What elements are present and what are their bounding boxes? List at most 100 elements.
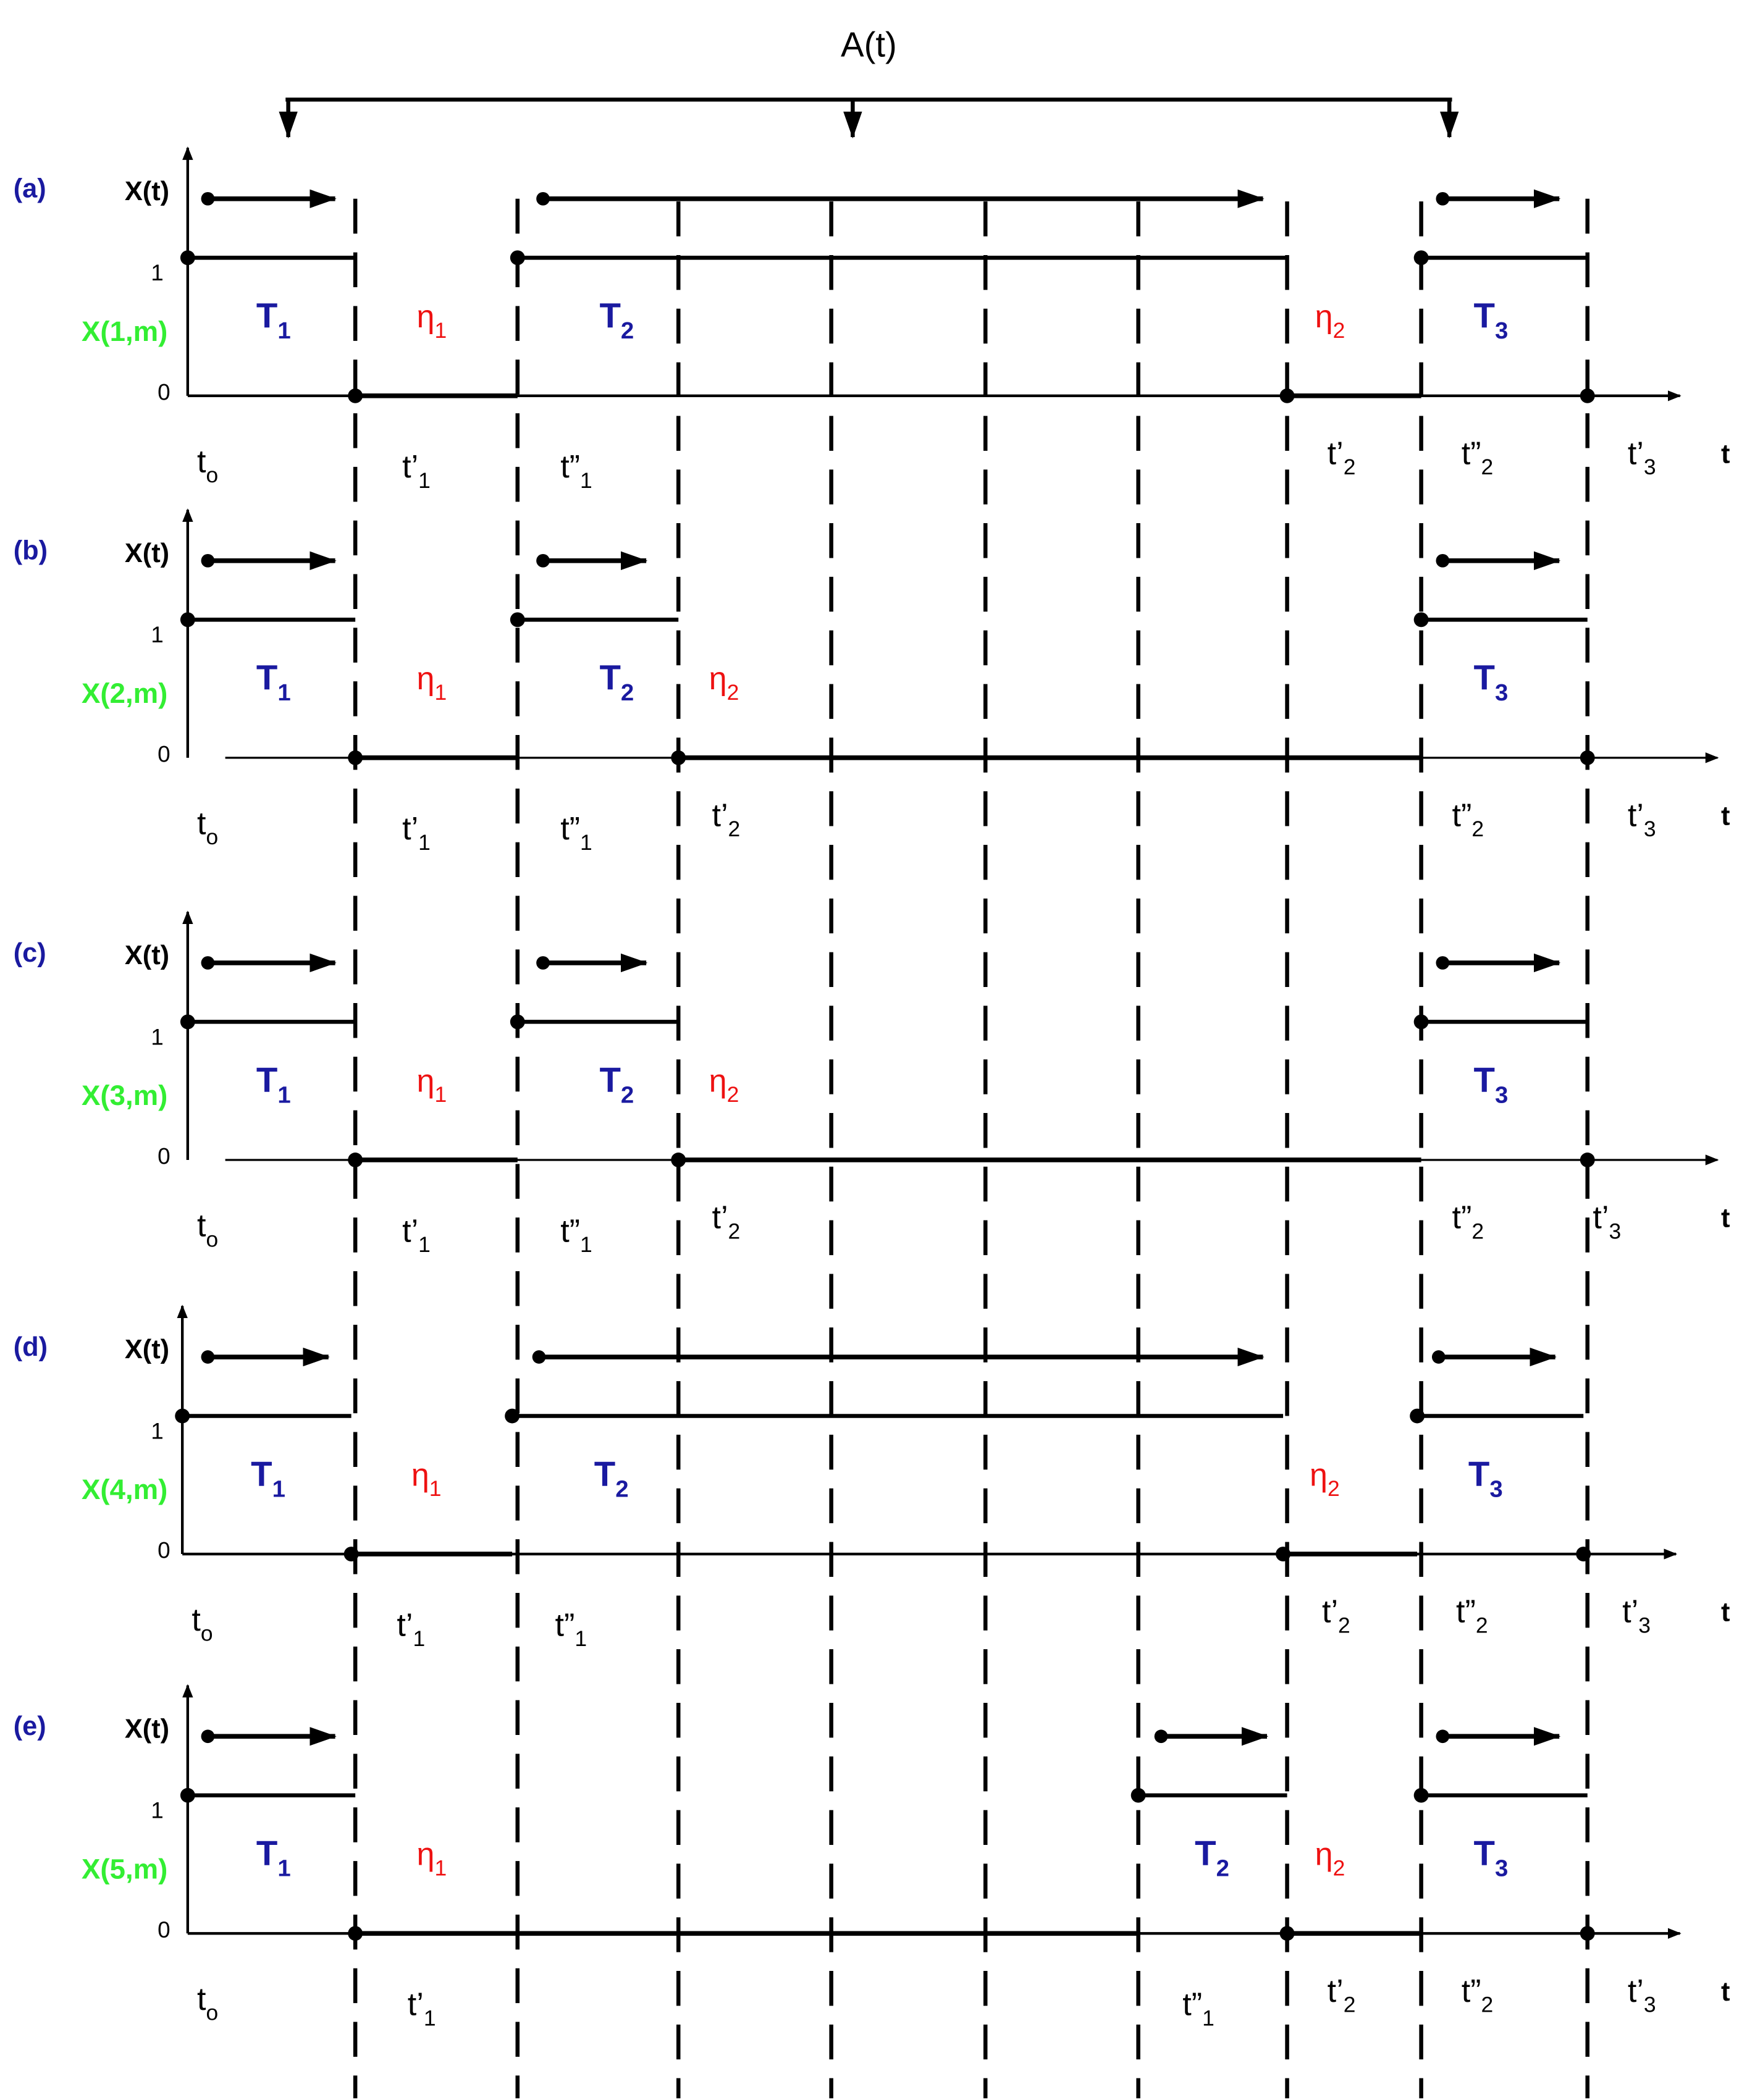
signal-label-b: X(2,m): [82, 678, 167, 709]
panel-label-b: (b): [14, 536, 48, 566]
low-dot-1: [348, 388, 363, 403]
interval-label-eta2: η2: [1315, 1837, 1345, 1881]
interval-label-eta2: η2: [709, 1063, 739, 1107]
time-label-6: t’3: [1628, 798, 1656, 842]
time-label-1: to: [197, 444, 218, 488]
high-dot-1: [180, 612, 195, 628]
time-label-5: t”2: [1452, 798, 1484, 842]
time-label-2: t’1: [402, 449, 431, 493]
time-label-3: t”1: [560, 811, 592, 855]
low-dot-3: [1580, 1153, 1595, 1167]
interval-label-eta1: η1: [417, 299, 447, 343]
high-dot-3: [1413, 1787, 1429, 1803]
arrow-dot-1: [201, 553, 215, 568]
level-1-label: 1: [151, 260, 164, 285]
interval-label-T2: T2: [599, 658, 634, 706]
level-1-label: 1: [151, 1024, 164, 1049]
time-label-4: t’2: [712, 798, 740, 842]
signal-label-e: X(5,m): [82, 1853, 167, 1884]
signal-label-a: X(1,m): [82, 316, 167, 347]
diagram-title: A(t): [841, 25, 897, 64]
y-axis-label: X(t): [125, 941, 169, 970]
level-1-label: 1: [151, 622, 164, 647]
arrow-dot-1: [201, 1350, 215, 1364]
level-1-label: 1: [151, 1418, 164, 1443]
time-label-3: t”1: [560, 449, 592, 493]
y-axis-label: X(t): [125, 539, 169, 568]
high-dot-1: [180, 250, 195, 266]
high-dot-1: [180, 1014, 195, 1030]
interval-label-T2: T2: [1195, 1834, 1229, 1882]
time-label-5: t”2: [1462, 1973, 1494, 2017]
interval-label-eta1: η1: [417, 661, 447, 705]
high-dot-1: [175, 1408, 190, 1424]
time-label-4: t’2: [712, 1200, 740, 1244]
panel-label-c: (c): [14, 938, 46, 968]
interval-label-T3: T3: [1474, 296, 1509, 344]
arrow-dot-1: [201, 191, 215, 206]
time-label-3: t”1: [560, 1213, 592, 1257]
time-label-3: t”1: [555, 1607, 587, 1651]
interval-label-T1: T1: [256, 1834, 291, 1882]
interval-label-T1: T1: [256, 296, 291, 344]
interval-label-eta1: η1: [417, 1837, 447, 1881]
time-label-3: t”1: [1182, 1987, 1214, 2031]
interval-label-T2: T2: [594, 1454, 629, 1502]
time-label-5: t”2: [1452, 1200, 1484, 1244]
time-label-6: t’3: [1628, 436, 1656, 480]
time-label-2: t’1: [402, 1213, 431, 1257]
x-axis-label: t: [1721, 1598, 1730, 1628]
level-0-label: 0: [158, 1538, 170, 1563]
signal-label-c: X(3,m): [82, 1080, 167, 1111]
time-label-4: t’2: [1328, 1973, 1356, 2017]
low-dot-3: [1580, 388, 1595, 403]
time-label-2: t’1: [397, 1607, 425, 1651]
time-label-6: t’3: [1628, 1973, 1656, 2017]
level-0-label: 0: [158, 1917, 170, 1942]
time-label-1: to: [192, 1602, 213, 1646]
time-label-2: t’1: [402, 811, 431, 855]
interval-label-T1: T1: [256, 658, 291, 706]
interval-label-T3: T3: [1474, 658, 1509, 706]
time-label-5: t”2: [1462, 436, 1494, 480]
interval-label-eta2: η2: [1315, 299, 1345, 343]
time-guides: [353, 198, 1589, 2099]
interval-label-T3: T3: [1474, 1060, 1509, 1108]
time-label-4: t’2: [1328, 436, 1356, 480]
interval-label-eta2: η2: [709, 661, 739, 705]
low-dot-2: [671, 1153, 686, 1167]
panel-label-d: (d): [14, 1332, 48, 1362]
y-axis-label: X(t): [125, 1335, 169, 1364]
time-label-4: t’2: [1322, 1594, 1350, 1638]
signal-label-d: X(4,m): [82, 1474, 167, 1505]
level-1-label: 1: [151, 1798, 164, 1823]
interval-label-T1: T1: [251, 1454, 285, 1502]
time-label-2: t’1: [408, 1987, 436, 2031]
time-label-1: to: [197, 1208, 218, 1252]
high-dot-2: [510, 612, 525, 628]
panel-label-a: (a): [14, 174, 46, 204]
time-label-5: t”2: [1456, 1594, 1488, 1638]
panel-label-e: (e): [14, 1712, 46, 1741]
x-axis-label: t: [1721, 801, 1730, 831]
high-dot-2: [1130, 1787, 1146, 1803]
top-bracket: [279, 97, 1459, 139]
level-0-label: 0: [158, 1143, 170, 1169]
low-dot-1: [348, 1153, 363, 1167]
panel-c: (c) X(t) 1 0 X(3,m) t T1 η1 T2 η2 T3 to t’1 t”1 t’2 t”2…: [14, 910, 1730, 1257]
x-axis-label: t: [1721, 439, 1730, 469]
interval-label-T3: T3: [1468, 1454, 1503, 1502]
interval-label-T2: T2: [599, 1060, 634, 1108]
high-dot-1: [180, 1787, 195, 1803]
interval-label-T1: T1: [256, 1060, 291, 1108]
x-axis-label: t: [1721, 1203, 1730, 1233]
time-label-6: t’3: [1593, 1200, 1621, 1244]
interval-label-T2: T2: [599, 296, 634, 344]
interval-label-eta1: η1: [417, 1063, 447, 1107]
